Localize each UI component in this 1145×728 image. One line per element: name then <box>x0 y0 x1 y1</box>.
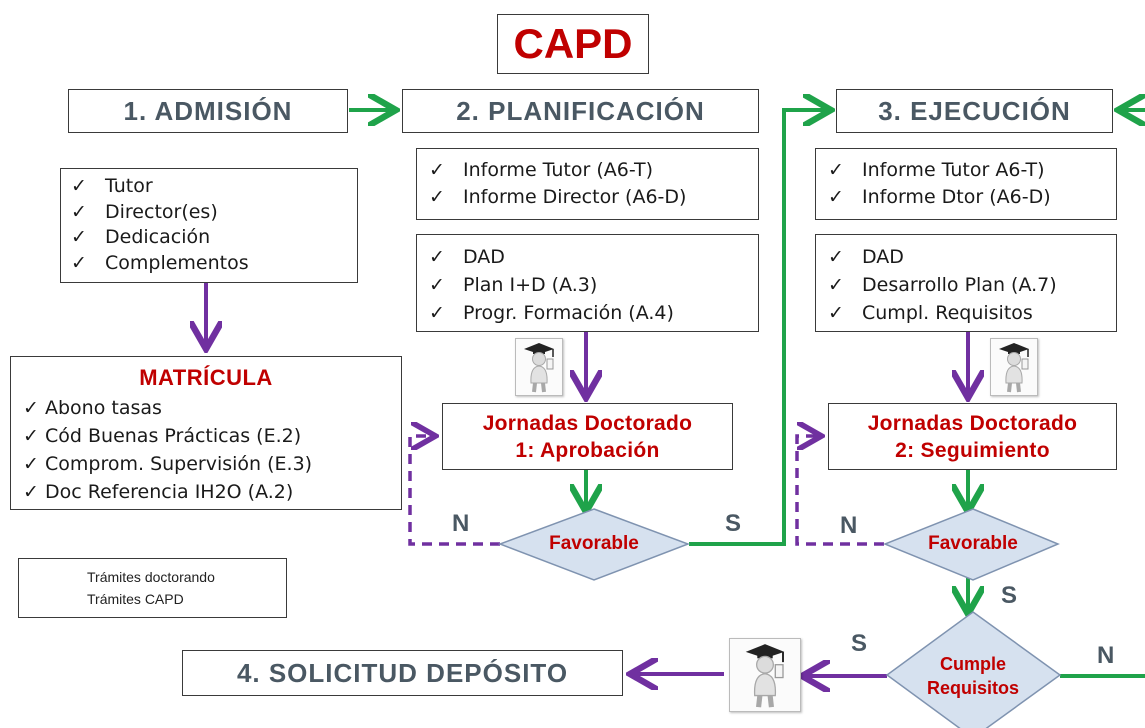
jornadas-seguimiento-line1: Jornadas Doctorado <box>867 411 1078 435</box>
list-item: ✓Informe Tutor A6-T) <box>828 159 1045 181</box>
legend-item-capd: Trámites CAPD <box>87 591 184 607</box>
list-item: ✓DAD <box>429 246 505 268</box>
list-item: ✓Abono tasas <box>23 397 162 419</box>
favorable-diamond-1 <box>497 508 691 581</box>
stage-solicitud-deposito: 4. SOLICITUD DEPÓSITO <box>182 650 623 696</box>
list-item: ✓Cód Buenas Prácticas (E.2) <box>23 425 302 447</box>
planificacion-informes: ✓Informe Tutor (A6-T) ✓Informe Director … <box>416 148 759 220</box>
ejecucion-documentos: ✓DAD ✓Desarrollo Plan (A.7) ✓Cumpl. Requ… <box>815 234 1117 332</box>
favorable-label-1: Favorable <box>549 533 639 554</box>
list-item: ✓Dedicación <box>71 226 211 248</box>
legend-item-doctorando: Trámites doctorando <box>87 569 215 585</box>
cumple-label-line1: Cumple <box>939 654 1006 674</box>
list-item: ✓Director(es) <box>71 200 218 223</box>
jornadas-seguimiento-line2: 2: Seguimiento <box>895 438 1050 462</box>
matricula-box: MATRÍCULA ✓Abono tasas ✓Cód Buenas Práct… <box>10 356 402 510</box>
graduate-avatar-icon <box>990 338 1038 396</box>
branch-s-label: S <box>1001 582 1018 609</box>
jornadas-seguimiento: Jornadas Doctorado 2: Seguimiento <box>828 403 1117 470</box>
branch-n-label: N <box>1097 642 1115 669</box>
jornadas-aprobacion: Jornadas Doctorado 1: Aprobación <box>442 403 733 470</box>
list-item: ✓Plan I+D (A.3) <box>429 274 598 296</box>
branch-n-label: N <box>840 512 858 539</box>
jornadas-aprobacion-line2: 1: Aprobación <box>515 438 660 462</box>
legend: Trámites doctorando Trámites CAPD <box>18 558 287 618</box>
branch-s-label: S <box>725 510 742 537</box>
graduate-avatar-icon <box>515 338 563 396</box>
branch-s-label: S <box>851 630 868 657</box>
page-title: CAPD <box>497 14 649 74</box>
arrow-favorable1-s-to-ejecucion <box>689 110 827 546</box>
jornadas-aprobacion-line1: Jornadas Doctorado <box>482 411 693 435</box>
arrow-favorable2-n-loop <box>795 436 884 546</box>
cumple-label: Cumple Requisitos <box>900 652 1046 700</box>
list-item: ✓Tutor <box>71 175 153 197</box>
matricula-title: MATRÍCULA <box>139 365 273 390</box>
list-item: ✓Informe Director (A6-D) <box>429 186 687 208</box>
branch-n-label: N <box>452 510 470 537</box>
stage-ejecucion: 3. EJECUCIÓN <box>836 89 1113 133</box>
list-item: ✓Progr. Formación (A.4) <box>429 302 674 324</box>
graduate-avatar-icon <box>729 638 801 712</box>
list-item: ✓Informe Tutor (A6-T) <box>429 159 653 181</box>
list-item: ✓Complementos <box>71 251 249 274</box>
list-item: ✓Desarrollo Plan (A.7) <box>828 274 1057 296</box>
cumple-label-line2: Requisitos <box>926 678 1019 698</box>
stage-planificacion: 2. PLANIFICACIÓN <box>402 89 759 133</box>
stage-admision: 1. ADMISIÓN <box>68 89 348 133</box>
favorable-label-2: Favorable <box>928 533 1018 554</box>
list-item: ✓Informe Dtor (A6-D) <box>828 186 1051 208</box>
ejecucion-informes: ✓Informe Tutor A6-T) ✓Informe Dtor (A6-D… <box>815 148 1117 220</box>
list-item: ✓Cumpl. Requisitos <box>828 302 1033 324</box>
admision-requirements: ✓Tutor ✓Director(es) ✓Dedicación ✓Comple… <box>60 168 358 283</box>
cumple-diamond <box>885 611 1062 728</box>
list-item: ✓Doc Referencia IH2O (A.2) <box>23 481 294 503</box>
list-item: ✓Comprom. Supervisión (E.3) <box>23 453 313 475</box>
arrow-favorable1-n-loop <box>408 436 500 546</box>
favorable-diamond-2 <box>882 508 1060 581</box>
list-item: ✓DAD <box>828 246 904 268</box>
planificacion-documentos: ✓DAD ✓Plan I+D (A.3) ✓Progr. Formación (… <box>416 234 759 332</box>
